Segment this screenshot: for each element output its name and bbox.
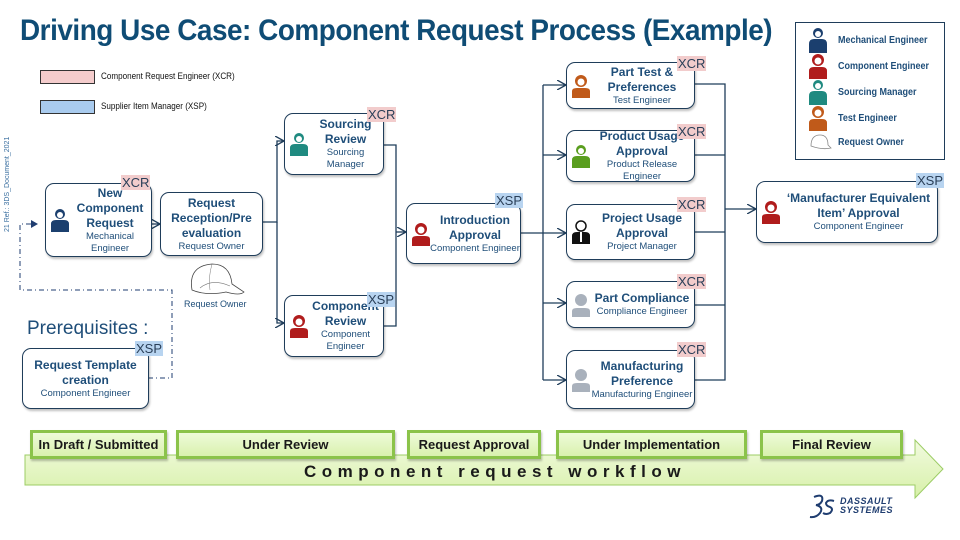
role-request-owner: Request Owner — [808, 133, 911, 151]
project-manager-icon — [572, 220, 590, 244]
legend-swatch-xsp — [40, 100, 95, 114]
role-test-engineer: Test Engineer — [808, 105, 903, 131]
stage-in-draft[interactable]: In Draft / Submitted — [30, 430, 167, 459]
request-owner-caption: Request Owner — [184, 299, 247, 309]
compliance-engineer-icon — [572, 293, 590, 317]
tag-xcr: XCR — [677, 56, 707, 71]
tag-xcr: XCR — [677, 274, 707, 289]
test-engineer-icon — [809, 106, 827, 131]
tag-xsp: XSP — [495, 193, 524, 208]
role-component-engineer: Component Engineer — [808, 53, 939, 79]
tag-xsp: XSP — [135, 341, 164, 356]
3ds-logo-icon — [809, 494, 835, 519]
mechanical-engineer-icon — [809, 28, 827, 53]
mechanical-engineer-icon — [51, 209, 69, 232]
prerequisite-link — [19, 220, 173, 378]
reference-text: 21 Ref.: 3DS_Document_2021 — [4, 136, 11, 232]
sourcing-manager-icon — [809, 80, 827, 105]
tag-xcr: XCR — [367, 107, 397, 122]
arrow-to-component-review — [277, 222, 284, 323]
tag-xsp: XSP — [367, 292, 396, 307]
legend-label-xcr: Component Request Engineer (XCR) — [101, 71, 235, 81]
legend-label-xsp: Supplier Item Manager (XSP) — [101, 101, 207, 111]
arrow-to-sourcing — [262, 141, 284, 223]
stage-request-approval[interactable]: Request Approval — [407, 430, 541, 459]
component-engineer-icon — [809, 54, 827, 79]
component-engineer-icon — [762, 201, 780, 224]
workflow-label: Component request workflow — [304, 462, 686, 481]
tag-xsp: XSP — [916, 173, 945, 188]
sourcing-manager-icon — [290, 133, 308, 156]
stage-under-implementation[interactable]: Under Implementation — [556, 430, 747, 459]
test-engineer-icon — [572, 74, 590, 98]
merge-line-reviews — [383, 144, 397, 327]
legend-swatch-xcr — [40, 70, 95, 84]
tag-xcr: XCR — [677, 197, 707, 212]
tag-xcr: XCR — [121, 175, 151, 190]
dassault-logo: DASSAULT SYSTEMES — [808, 493, 893, 519]
prerequisites-label: Prerequisites : — [27, 318, 149, 339]
tag-xcr: XCR — [677, 124, 707, 139]
roles-legend: Mechanical Engineer Component Engineer S… — [795, 22, 945, 160]
stage-final-review[interactable]: Final Review — [760, 430, 903, 459]
tag-xcr: XCR — [677, 342, 707, 357]
stage-under-review[interactable]: Under Review — [176, 430, 395, 459]
component-engineer-icon — [412, 222, 430, 246]
role-sourcing-manager: Sourcing Manager — [808, 79, 925, 105]
cap-icon — [810, 134, 832, 150]
page-title: Driving Use Case: Component Request Proc… — [20, 14, 773, 47]
component-engineer-icon — [290, 315, 308, 338]
workflow-arrow — [24, 438, 944, 500]
role-mechanical-engineer: Mechanical Engineer — [808, 27, 937, 53]
product-release-engineer-icon — [572, 145, 590, 168]
request-owner-cap-icon — [191, 263, 245, 295]
manufacturing-engineer-icon — [572, 368, 590, 392]
